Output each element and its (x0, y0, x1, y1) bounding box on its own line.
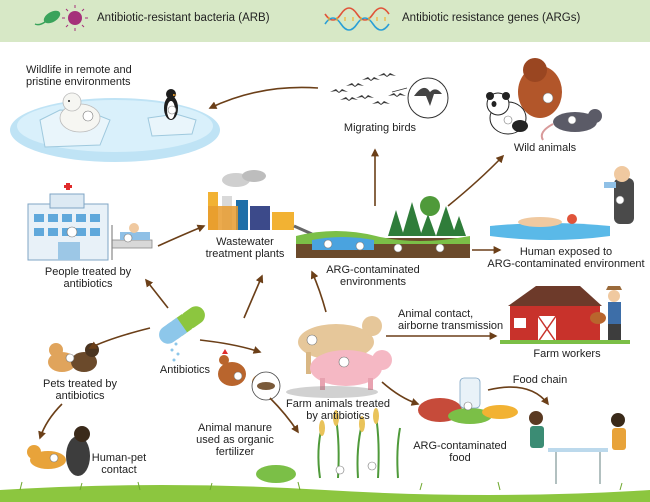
polar-wildlife-scene (10, 89, 220, 162)
label-human-pet: Human-pet contact (91, 452, 147, 476)
human-exposed-scene (490, 166, 634, 240)
pets-scene (48, 343, 99, 372)
food-scene (418, 377, 518, 424)
farm-scene (500, 286, 630, 344)
label-migrating-birds: Migrating birds (343, 122, 417, 134)
label-animal-contact: Animal contact, airborne transmission (398, 308, 504, 332)
flow-arrows (38, 86, 549, 440)
legend-band (0, 0, 650, 42)
label-manure: Animal manure used as organic fertilizer (196, 422, 274, 458)
human-pet-scene (27, 426, 90, 476)
wild-animals-scene (486, 58, 602, 141)
birds-scene (330, 73, 449, 119)
wastewater-plant-scene (208, 170, 313, 236)
label-antibiotics: Antibiotics (159, 364, 211, 376)
label-farm-workers: Farm workers (533, 348, 601, 360)
dna-icon (324, 7, 390, 31)
arrow-manure-to-crops (269, 397, 299, 434)
label-arg-environments: ARG-contaminated environments (326, 264, 420, 288)
arrow-people-to-wastewater (157, 224, 206, 247)
arrow-farm-to-food (381, 381, 420, 406)
arrow-env-to-wild (447, 154, 505, 207)
crops-scene (256, 408, 401, 483)
arrow-farm-to-env (310, 270, 327, 313)
label-wild-animals: Wild animals (513, 142, 577, 154)
ground-strip (0, 481, 650, 502)
label-people-treated: People treated by antibiotics (44, 266, 132, 290)
label-human-exposed: Human exposed to ARG-contaminated enviro… (487, 246, 645, 270)
label-food-chain: Food chain (512, 374, 568, 386)
label-wastewater: Wastewater treatment plants (205, 236, 285, 260)
bacteria-icon (34, 5, 88, 31)
label-farm-animals: Farm animals treated by antibiotics (286, 398, 390, 422)
hospital-scene (27, 181, 153, 261)
arrow-farm-to-wastewater (243, 274, 264, 319)
farm-animals-scene (218, 316, 392, 401)
label-arg-food: ARG-contaminated food (413, 440, 507, 464)
arrow-food-to-dining (487, 386, 549, 406)
contaminated-environment-scene (296, 196, 470, 258)
label-pets-treated: Pets treated by antibiotics (43, 378, 117, 402)
arrow-pets-to-human (38, 403, 63, 440)
dining-scene (529, 411, 626, 484)
legend-bacteria-label: Antibiotic-resistant bacteria (ARB) (97, 12, 270, 24)
legend-genes-label: Antibiotic resistance genes (ARGs) (402, 12, 581, 24)
arrow-antibiotics-to-people (145, 278, 169, 309)
label-wildlife: Wildlife in remote and pristine environm… (26, 64, 132, 88)
arrow-antibiotics-to-farm (199, 339, 262, 354)
antibiotic-pills (159, 306, 205, 362)
arrow-antibiotics-to-pets (88, 327, 151, 349)
arrow-birds-to-wildlife (208, 86, 319, 109)
